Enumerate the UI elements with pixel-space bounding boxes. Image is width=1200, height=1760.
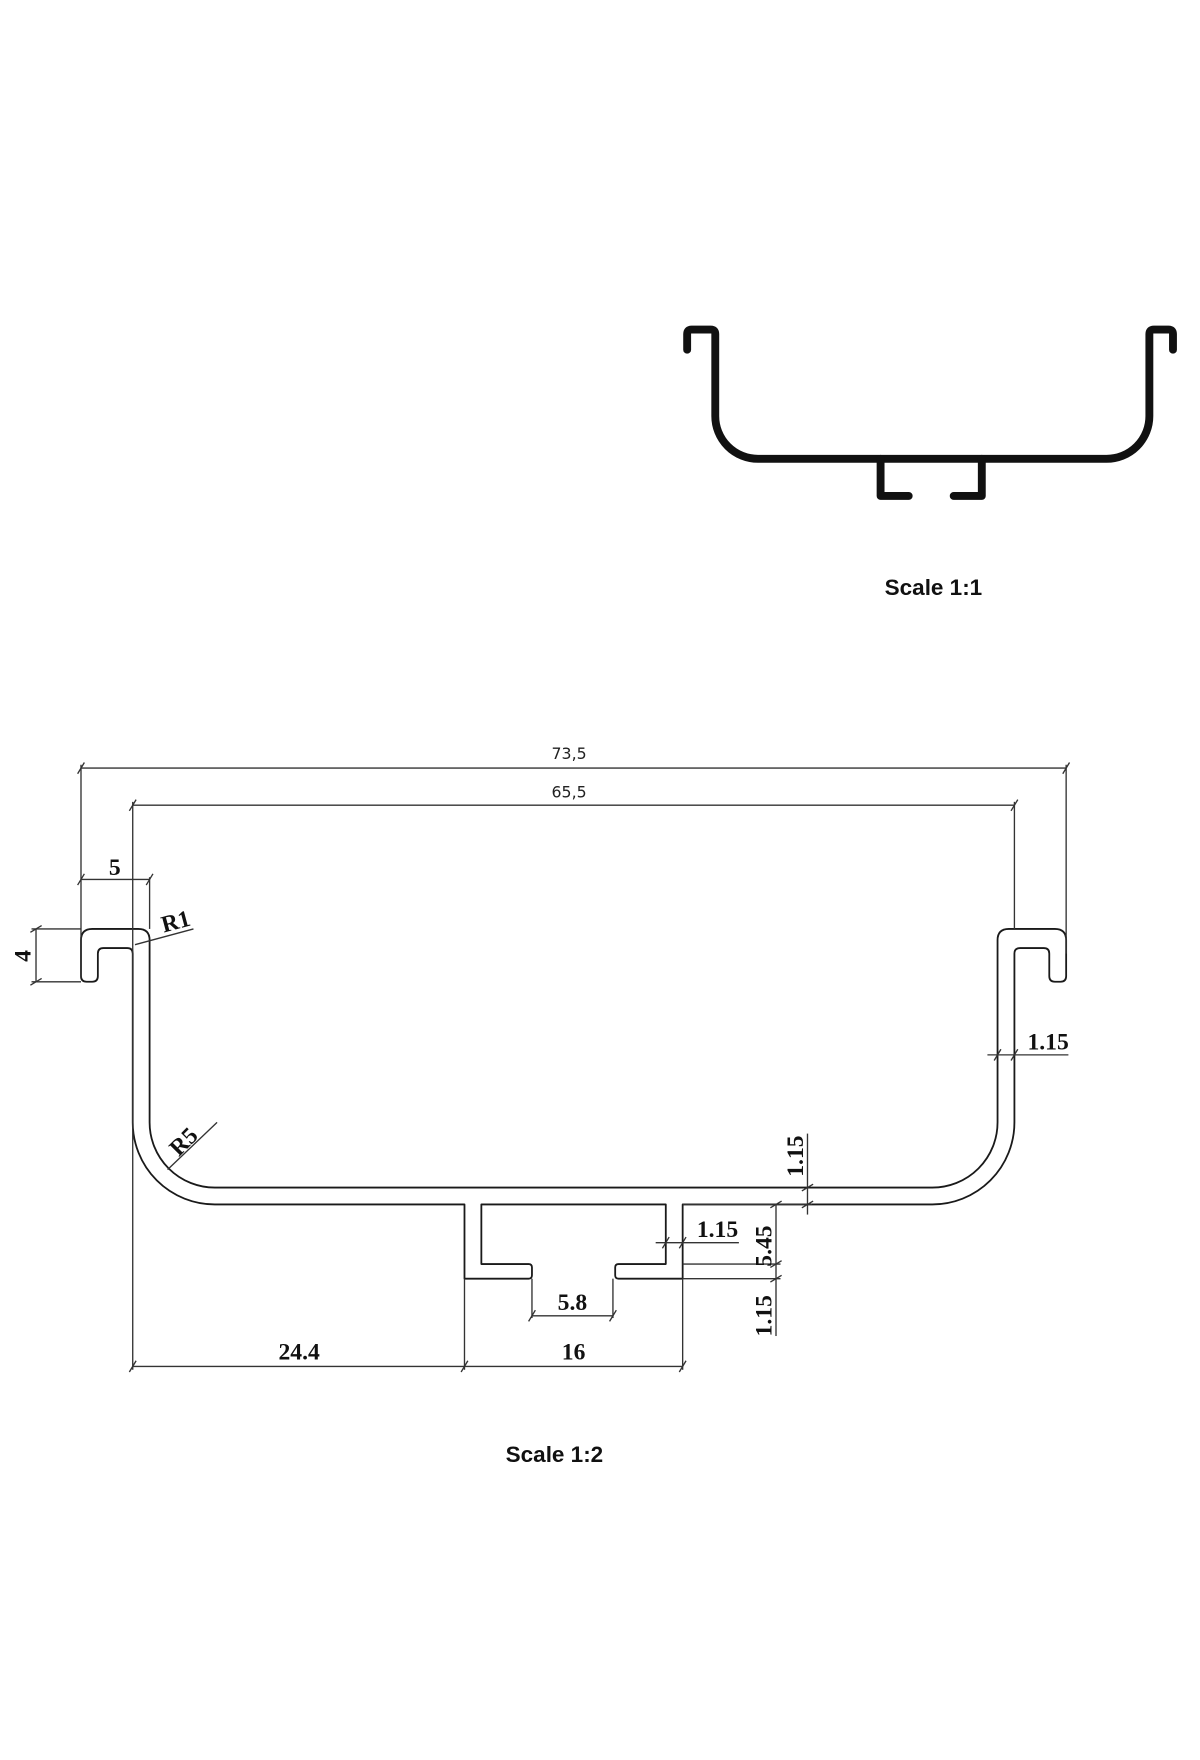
scale-1-2-caption: Scale 1:2 (506, 1442, 604, 1467)
svg-text:1.15: 1.15 (752, 1295, 778, 1336)
svg-text:R5: R5 (165, 1123, 204, 1162)
svg-text:5.8: 5.8 (558, 1290, 588, 1316)
svg-text:4: 4 (10, 950, 36, 962)
dim-overall-width: 73,5 (77, 744, 1071, 775)
svg-text:73,5: 73,5 (552, 744, 587, 763)
svg-text:65,5: 65,5 (552, 782, 587, 801)
svg-text:R1: R1 (159, 906, 194, 939)
dim-corner-radius: R5 (165, 1121, 218, 1171)
dim-hook-height: 4 (10, 924, 42, 986)
svg-text:5.45: 5.45 (752, 1225, 778, 1266)
dim-foot-thickness: 1.15 (752, 1264, 782, 1336)
dim-left-offset: 24.4 (128, 1340, 469, 1373)
dim-stem-spacing: 16 (464, 1340, 687, 1373)
profile-scale-1-2: 73,5 65,5 5 4 R1 R5 (10, 744, 1071, 1467)
profile-scale-1-1: Scale 1:1 (683, 325, 1177, 600)
svg-text:16: 16 (562, 1340, 586, 1366)
dim-hook-width: 5 (77, 855, 154, 886)
dim-inner-width: 65,5 (128, 782, 1019, 812)
dim-foot-gap: 5.8 (528, 1290, 617, 1322)
svg-text:5: 5 (109, 855, 121, 881)
svg-text:24.4: 24.4 (279, 1340, 321, 1366)
small-profile-left-foot (876, 454, 913, 500)
scale-1-1-caption: Scale 1:1 (885, 575, 983, 600)
dim-stem-thickness: 1.15 (655, 1217, 739, 1249)
dim-wall-thickness: 1.15 (987, 1029, 1069, 1061)
dim-stem-height: 5.45 (752, 1200, 782, 1269)
svg-text:1.15: 1.15 (783, 1135, 809, 1176)
dim-base-thickness: 1.15 (783, 1133, 814, 1215)
svg-text:1.15: 1.15 (697, 1217, 738, 1243)
small-profile-outline (683, 325, 1177, 463)
svg-text:1.15: 1.15 (1027, 1029, 1068, 1055)
dim-hook-radius: R1 (134, 906, 194, 946)
large-profile-outline (80, 928, 1068, 1280)
extension-lines (31, 764, 1067, 1370)
small-profile-right-foot (949, 454, 986, 500)
